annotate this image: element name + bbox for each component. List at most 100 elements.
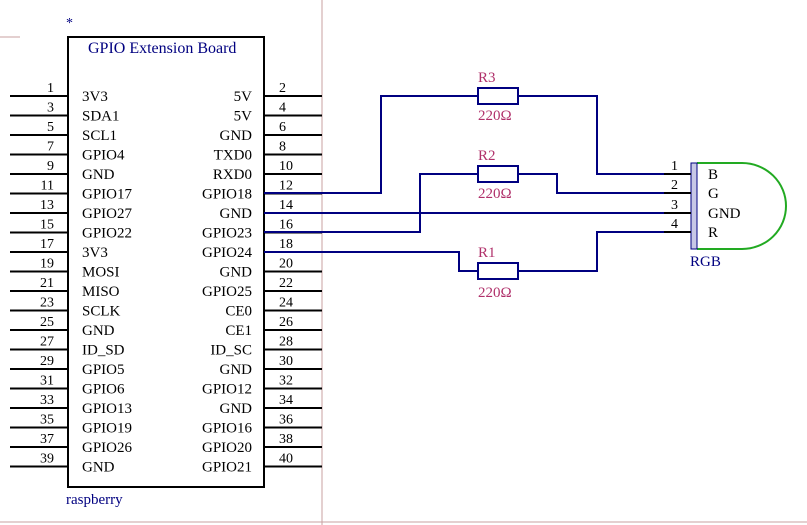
board-pin-label: GPIO19 <box>82 421 132 437</box>
board-pin-label: GND <box>220 401 253 417</box>
resistor-r1-value: 220Ω <box>478 285 512 301</box>
board-pin-number: 14 <box>279 198 293 213</box>
board-pin-number: 28 <box>279 335 293 350</box>
board-pin-number: 15 <box>40 218 54 233</box>
board-pin-label: GPIO27 <box>82 206 133 222</box>
board-body <box>67 36 265 488</box>
board-pin-number: 25 <box>40 315 54 330</box>
board-pin-label: CE0 <box>225 304 252 320</box>
rgb-led-name: RGB <box>690 254 721 270</box>
board-pin-number: 13 <box>40 198 54 213</box>
wire-r1-led-r <box>518 231 682 272</box>
board-pin-label: GPIO26 <box>82 440 133 456</box>
board-pin-label: GND <box>220 362 253 378</box>
board-pin-label: GPIO23 <box>202 226 252 242</box>
wire-r3-led-b <box>518 95 682 175</box>
board-pin-label: GPIO18 <box>202 187 252 203</box>
board-pin-label: 5V <box>234 89 253 105</box>
resistor-r2-value: 220Ω <box>478 186 512 202</box>
board-pin-number: 20 <box>279 257 293 272</box>
resistor-r1-body <box>477 262 519 280</box>
board-pin-label: GPIO20 <box>202 440 252 456</box>
board-pin-label: GPIO24 <box>202 245 253 261</box>
board-pin-label: GPIO6 <box>82 382 125 398</box>
rgb-led-pin-number: 2 <box>671 178 678 193</box>
board-pin-number: 26 <box>279 315 293 330</box>
board-pin-label: SDA1 <box>82 109 120 125</box>
board-pin-label: RXD0 <box>213 167 252 183</box>
board-pin-label: TXD0 <box>214 148 252 164</box>
board-pin-label: GPIO12 <box>202 382 252 398</box>
resistor-r3-ref: R3 <box>478 70 496 86</box>
wire-gpio18-r3 <box>264 95 478 194</box>
board-pin-number: 37 <box>40 432 54 447</box>
board-pin-number: 5 <box>47 120 54 135</box>
rgb-led-pin-strip <box>690 162 698 250</box>
wire-r2-led-g <box>518 173 682 194</box>
board-pin-number: 19 <box>40 257 54 272</box>
board-marker: * <box>66 16 73 31</box>
rgb-led-pin-number: 3 <box>671 198 678 213</box>
board-pin-number: 35 <box>40 413 54 428</box>
board-right-pins: 25V45V6GND8TXD010RXD012GPIO1814GND16GPIO… <box>202 81 322 476</box>
board-pin-number: 24 <box>279 296 293 311</box>
board-pin-label: GND <box>82 167 115 183</box>
board-pin-label: MOSI <box>82 265 120 281</box>
board-pin-number: 22 <box>279 276 293 291</box>
board-pin-number: 32 <box>279 374 293 389</box>
board-pin-number: 4 <box>279 101 286 116</box>
board-pin-number: 29 <box>40 354 54 369</box>
resistor-r3-body <box>477 87 519 105</box>
board-pin-number: 38 <box>279 432 293 447</box>
resistor-r2: R2 220Ω <box>477 148 519 202</box>
board-pin-number: 33 <box>40 393 54 408</box>
resistor-r1: R1 220Ω <box>477 245 519 301</box>
board-pin-number: 31 <box>40 374 54 389</box>
wire-gpio23-r2 <box>264 173 478 233</box>
board-pin-number: 12 <box>279 179 293 194</box>
resistor-r3-value: 220Ω <box>478 108 512 124</box>
board-pin-label: GND <box>82 323 115 339</box>
board-pin-label: GND <box>220 128 253 144</box>
board-left-pins: 13V33SDA15SCL17GPIO49GND11GPIO1713GPIO27… <box>10 81 133 476</box>
rgb-led-body <box>697 162 787 250</box>
board-pin-label: GPIO4 <box>82 148 125 164</box>
rgb-led-pin-label: R <box>708 225 718 241</box>
rgb-led-pin-label: B <box>708 167 718 183</box>
board-pin-number: 7 <box>47 140 54 155</box>
board-pin-label: 5V <box>234 109 253 125</box>
board-pin-number: 8 <box>279 140 286 155</box>
board-pin-label: GPIO5 <box>82 362 125 378</box>
board-pin-label: SCLK <box>82 304 121 320</box>
board-pin-label: GPIO25 <box>202 284 252 300</box>
board-pin-label: GPIO17 <box>82 187 133 203</box>
board-pin-label: ID_SC <box>210 343 252 359</box>
resistor-r3: R3 220Ω <box>477 70 519 124</box>
board-name: raspberry <box>66 492 123 508</box>
board-pin-label: SCL1 <box>82 128 117 144</box>
board-pin-number: 21 <box>40 276 54 291</box>
board-pin-number: 18 <box>279 237 293 252</box>
board-pin-label: CE1 <box>225 323 252 339</box>
board-pin-number: 1 <box>47 81 54 96</box>
board-pin-number: 17 <box>40 237 54 252</box>
board-pin-number: 16 <box>279 218 293 233</box>
resistor-r2-ref: R2 <box>478 148 496 164</box>
board-pin-number: 30 <box>279 354 293 369</box>
board-title: GPIO Extension Board <box>88 40 236 57</box>
resistor-r1-ref: R1 <box>478 245 496 261</box>
board-pin-number: 40 <box>279 452 293 467</box>
board-pin-number: 2 <box>279 81 286 96</box>
board-pin-label: GPIO22 <box>82 226 132 242</box>
board-pin-number: 27 <box>40 335 54 350</box>
board-pin-label: GND <box>220 206 253 222</box>
board-pin-number: 6 <box>279 120 286 135</box>
board-pin-number: 11 <box>41 179 54 194</box>
rgb-led-pin-label: GND <box>708 206 741 222</box>
board-pin-number: 34 <box>279 393 293 408</box>
board-pin-number: 23 <box>40 296 54 311</box>
board-pin-label: GND <box>220 265 253 281</box>
board-pin-number: 3 <box>47 101 54 116</box>
